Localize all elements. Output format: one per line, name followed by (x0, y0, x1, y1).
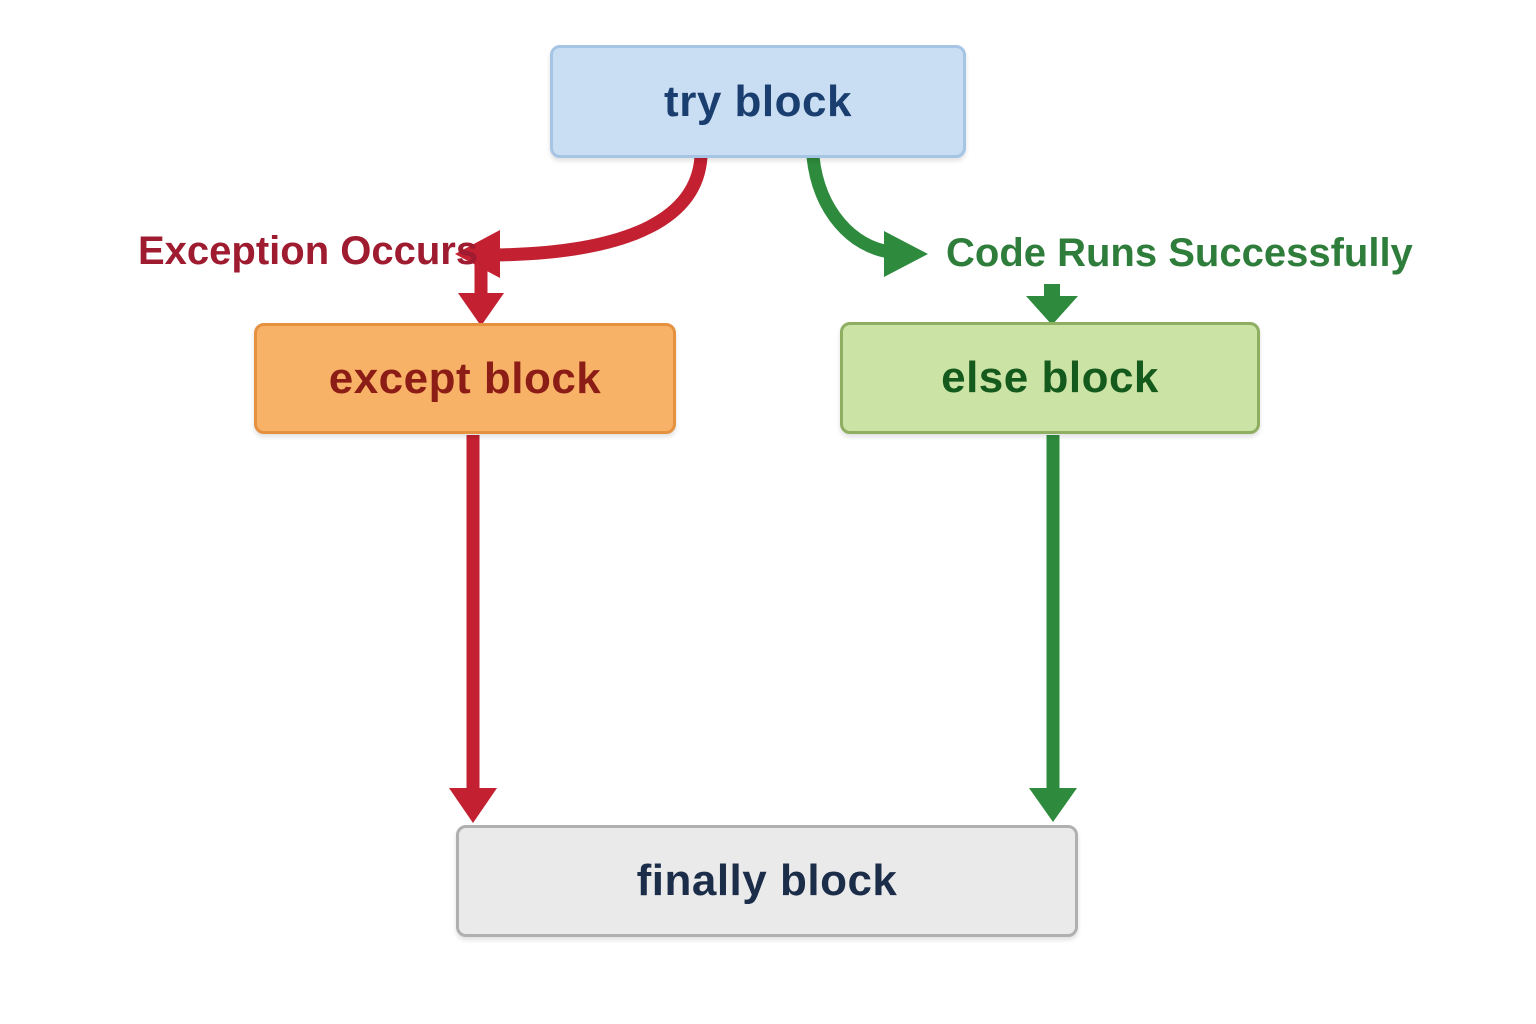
try-block-label: try block (664, 76, 852, 126)
success-arrow-down-head-icon (1026, 284, 1078, 325)
node-else-block: else block (840, 322, 1260, 434)
success-edge-label: Code Runs Successfully (946, 231, 1413, 275)
else-block-label: else block (941, 353, 1159, 402)
finally-block-label: finally block (636, 856, 898, 905)
node-try-block: try block (550, 45, 966, 158)
exception-arrow-down-head-icon (458, 293, 504, 326)
node-finally-block: finally block (456, 825, 1078, 937)
exception-edge-label: Exception Occurs (138, 229, 479, 273)
else-to-finally-head-icon (1029, 788, 1077, 822)
success-arrow-right-head-icon (884, 231, 928, 277)
except-to-finally-head-icon (449, 788, 497, 823)
node-except-block: except block (254, 323, 676, 434)
success-arrow-curve (806, 156, 892, 259)
except-block-label: except block (328, 353, 602, 403)
exception-arrow-curve (494, 156, 708, 262)
